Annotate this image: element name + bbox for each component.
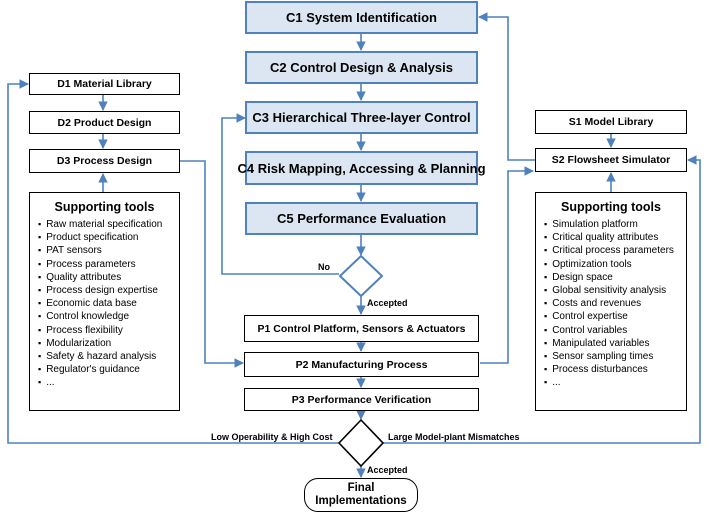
accepted-top-label: Accepted [367, 298, 408, 308]
c1-system-identification-box: C1 System Identification [245, 1, 478, 34]
left-tools-title: Supporting tools [54, 200, 155, 214]
final-implementations-box: Final Implementations [304, 478, 418, 512]
list-item: Economic data base [38, 297, 179, 310]
d2-product-design-box: D2 Product Design [29, 111, 180, 134]
list-item: Global sensitivity analysis [544, 284, 686, 297]
d1-material-library-box: D1 Material Library [29, 73, 180, 95]
right-tools-title: Supporting tools [561, 200, 661, 214]
list-item: Manipulated variables [544, 337, 686, 350]
arrow-d3-p2 [180, 160, 244, 368]
list-item: Critical quality attributes [544, 231, 686, 244]
list-item: Safety & hazard analysis [38, 350, 179, 363]
list-item: Raw material specification [38, 218, 179, 231]
s1-model-library-box: S1 Model Library [535, 110, 687, 134]
p1-control-platform-box: P1 Control Platform, Sensors & Actuators [244, 315, 479, 342]
list-item: Modularization [38, 337, 179, 350]
list-item: Product specification [38, 231, 179, 244]
no-label: No [318, 262, 330, 272]
arrow-low-operability-d1 [7, 79, 339, 444]
left-supporting-tools-panel: Supporting tools Raw material specificat… [29, 192, 180, 411]
decision-diamond-bottom [337, 418, 385, 468]
final-line-2: Implementations [315, 495, 407, 507]
final-line-1: Final [347, 482, 375, 494]
list-item: Design space [544, 271, 686, 284]
d3-process-design-box: D3 Process Design [29, 149, 180, 173]
decision-diamond-top [338, 254, 384, 298]
p3-performance-verification-box: P3 Performance Verification [244, 388, 479, 411]
c2-control-design-box: C2 Control Design & Analysis [245, 51, 478, 84]
accepted-bottom-label: Accepted [367, 465, 408, 475]
list-item: ... [38, 376, 179, 389]
c4-risk-mapping-box: C4 Risk Mapping, Accessing & Planning [238, 151, 486, 185]
mismatch-label: Large Model-plant Mismatches [388, 432, 520, 442]
c5-performance-evaluation-box: C5 Performance Evaluation [245, 202, 478, 235]
p2-manufacturing-process-box: P2 Manufacturing Process [244, 352, 479, 377]
list-item: Control expertise [544, 310, 686, 323]
list-item: Control variables [544, 324, 686, 337]
arrow-mismatch-s2 [383, 155, 701, 444]
list-item: Costs and revenues [544, 297, 686, 310]
list-item: PAT sensors [38, 244, 179, 257]
list-item: ... [544, 376, 686, 389]
list-item: Optimization tools [544, 258, 686, 271]
list-item: Process flexibility [38, 324, 179, 337]
list-item: Control knowledge [38, 310, 179, 323]
left-tools-list: Raw material specification Product speci… [30, 218, 179, 390]
list-item: Process disturbances [544, 363, 686, 376]
list-item: Critical process parameters [544, 244, 686, 257]
right-tools-list: Simulation platform Critical quality att… [536, 218, 686, 390]
c3-hierarchical-control-box: C3 Hierarchical Three-layer Control [245, 101, 478, 134]
arrow-p2-s2 [480, 166, 534, 364]
low-operability-label: Low Operability & High Cost [211, 432, 333, 442]
list-item: Simulation platform [544, 218, 686, 231]
right-supporting-tools-panel: Supporting tools Simulation platform Cri… [535, 192, 687, 411]
list-item: Regulator's guidance [38, 363, 179, 376]
list-item: Process design expertise [38, 284, 179, 297]
arrow-no-loop [221, 113, 339, 275]
list-item: Sensor sampling times [544, 350, 686, 363]
s2-flowsheet-simulator-box: S2 Flowsheet Simulator [535, 148, 687, 172]
list-item: Quality attributes [38, 271, 179, 284]
list-item: Process parameters [38, 258, 179, 271]
arrow-s2-c1 [478, 12, 535, 161]
